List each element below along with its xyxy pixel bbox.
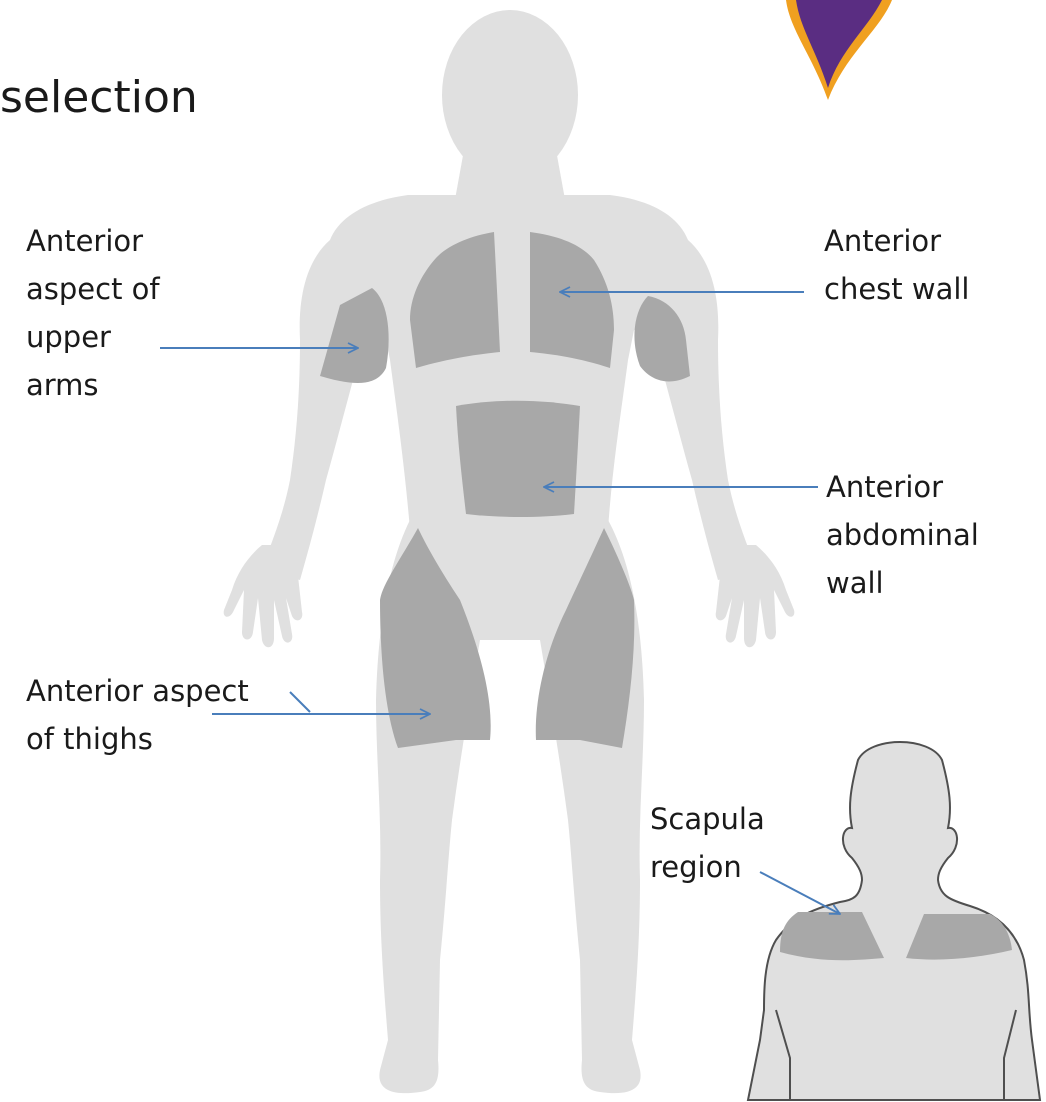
label-upper-arms: Anterior aspect of upper arms — [26, 217, 160, 409]
region-right-scapula — [906, 914, 1012, 960]
logo — [786, 0, 892, 100]
arrow-thighs-tick — [290, 692, 310, 712]
label-chest: Anterior chest wall — [824, 217, 969, 313]
front-body-silhouette — [224, 10, 795, 1093]
slide-title: selection — [0, 72, 198, 123]
label-thighs: Anterior aspect of thighs — [26, 667, 249, 763]
back-view-inset — [748, 742, 1040, 1100]
arrow-scapula — [760, 872, 840, 914]
label-scapula: Scapula region — [650, 795, 765, 891]
region-abdomen — [456, 401, 580, 517]
left-hand — [224, 545, 303, 647]
label-abdomen: Anterior abdominal wall — [826, 463, 979, 607]
right-hand — [716, 545, 795, 647]
